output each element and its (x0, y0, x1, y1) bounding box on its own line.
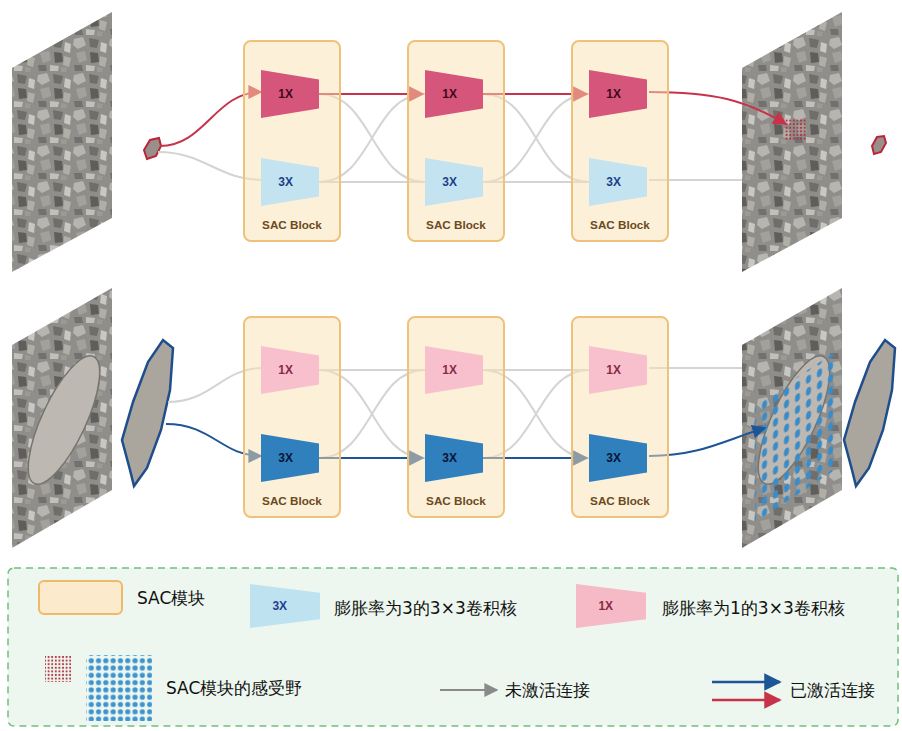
legend-kernel-sample: 3X (250, 584, 320, 628)
trapezoid (425, 346, 483, 394)
kernel-label: 1X (261, 70, 310, 118)
trapezoid (261, 158, 319, 206)
conv-kernel: 3X (589, 434, 647, 482)
trapezoid (261, 346, 319, 394)
legend-text: 未激活连接 (505, 678, 590, 702)
legend-text: 膨胀率为1的3×3卷积核 (662, 596, 845, 620)
conv-kernel: 3X (261, 158, 319, 206)
kernel-label: 3X (589, 434, 638, 482)
legend-panel (8, 568, 898, 726)
conv-kernel: 3X (425, 158, 483, 206)
legend-text: 膨胀率为3的3×3卷积核 (334, 596, 517, 620)
kernel-label: 1X (589, 346, 638, 394)
conv-kernel: 1X (425, 346, 483, 394)
legend-text: SAC模块 (137, 586, 205, 610)
legend-kernel-sample: 1X (576, 584, 646, 628)
sac-block: SAC Block 1X 3X (571, 316, 669, 518)
receptive-field-small (784, 118, 806, 140)
sac-block: SAC Block 1X 3X (407, 316, 505, 518)
kernel-label: 1X (425, 346, 474, 394)
kernel-label: 3X (250, 584, 310, 628)
conv-kernel: 1X (261, 346, 319, 394)
input-images (12, 12, 114, 548)
legend-swatch (38, 580, 123, 615)
kernel-label: 1X (576, 584, 636, 628)
kernel-label: 3X (261, 158, 310, 206)
block-label: SAC Block (573, 218, 667, 231)
block-label: SAC Block (409, 218, 503, 231)
sac-block: SAC Block 1X 3X (407, 40, 505, 242)
trapezoid (589, 346, 647, 394)
conv-kernel: 1X (261, 70, 319, 118)
kernel-label: 3X (261, 434, 310, 482)
trapezoid (425, 70, 483, 118)
objects (122, 136, 895, 486)
trapezoid (261, 70, 319, 118)
trapezoid (250, 584, 320, 628)
kernel-label: 3X (425, 434, 474, 482)
sac-block: SAC Block 1X 3X (243, 316, 341, 518)
kernel-label: 1X (425, 70, 474, 118)
trapezoid (261, 434, 319, 482)
conv-kernel: 1X (425, 70, 483, 118)
kernel-label: 3X (425, 158, 474, 206)
kernel-label: 1X (261, 346, 310, 394)
sac-block: SAC Block 1X 3X (243, 40, 341, 242)
output-images (742, 12, 844, 548)
conv-kernel: 1X (589, 346, 647, 394)
block-label: SAC Block (573, 494, 667, 507)
trapezoid (425, 434, 483, 482)
conv-kernel: 3X (425, 434, 483, 482)
conv-kernel: 1X (589, 70, 647, 118)
conv-kernel: 3X (589, 158, 647, 206)
receptive-field-large (755, 352, 835, 522)
sac-block: SAC Block 1X 3X (571, 40, 669, 242)
kernel-label: 3X (589, 158, 638, 206)
block-label: SAC Block (245, 218, 339, 231)
block-label: SAC Block (409, 494, 503, 507)
trapezoid (589, 434, 647, 482)
trapezoid (589, 158, 647, 206)
kernel-label: 1X (589, 70, 638, 118)
legend-text: SAC模块的感受野 (166, 676, 302, 700)
trapezoid (425, 158, 483, 206)
legend-text: 已激活连接 (790, 678, 875, 702)
block-label: SAC Block (245, 494, 339, 507)
trapezoid (589, 70, 647, 118)
conv-kernel: 3X (261, 434, 319, 482)
trapezoid (576, 584, 646, 628)
